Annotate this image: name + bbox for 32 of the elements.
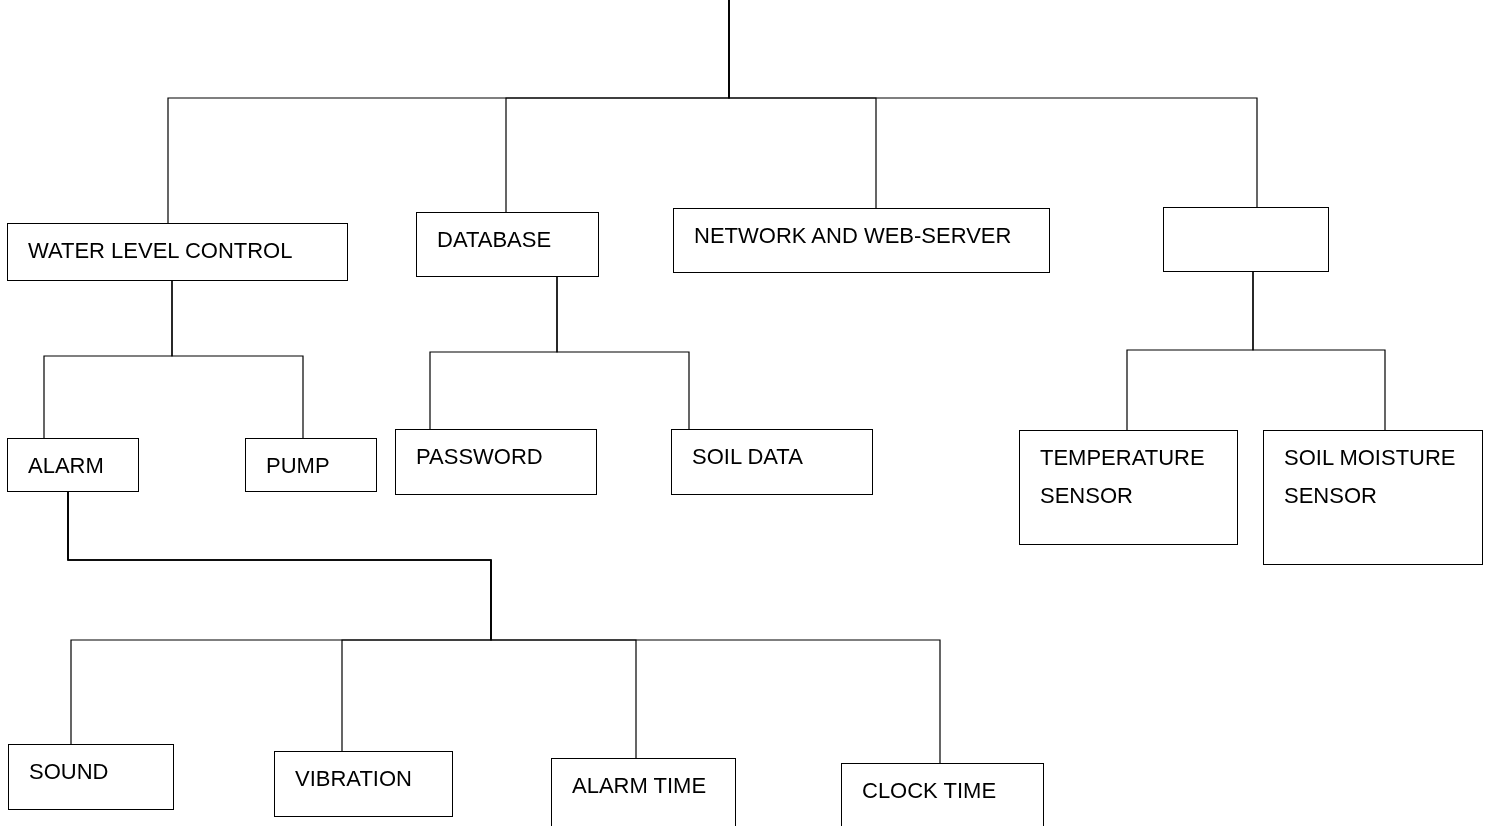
- connector-line: [556, 276, 690, 430]
- connector-line: [67, 491, 941, 764]
- box-label: DATABASE: [437, 227, 552, 252]
- tree-box: [7, 223, 348, 281]
- connector-line: [728, 0, 1258, 208]
- box-label: SOIL DATA: [692, 444, 803, 469]
- tree-box: [416, 212, 599, 277]
- box-label: SOIL MOISTURE SENSOR: [1284, 445, 1456, 508]
- box-label: WATER LEVEL CONTROL: [28, 238, 293, 263]
- tree-box: [551, 758, 736, 826]
- tree-box: [245, 438, 377, 492]
- tree-box: [7, 438, 139, 492]
- connector-line: [171, 280, 304, 439]
- box-label: PUMP: [266, 453, 330, 478]
- tree-box: [395, 429, 597, 495]
- box-label: CLOCK TIME: [862, 778, 997, 803]
- connector-line: [1252, 271, 1386, 431]
- box-label: ALARM TIME: [572, 773, 707, 798]
- box-label: NETWORK AND WEB-SERVER: [694, 223, 1012, 248]
- box-label: SOUND: [29, 759, 109, 784]
- tree-box: [274, 751, 453, 817]
- box-label: VIBRATION: [295, 766, 412, 791]
- tree-box: [673, 208, 1050, 273]
- tree-box: [1019, 430, 1238, 545]
- box-label: TEMPERATURE SENSOR: [1040, 445, 1205, 508]
- tree-box: [8, 744, 174, 810]
- tree-box: [1163, 207, 1329, 272]
- box-label: PASSWORD: [416, 444, 543, 469]
- tree-box: [671, 429, 873, 495]
- tree-box: [1263, 430, 1483, 565]
- tree-box: [841, 763, 1044, 826]
- box-label: ALARM: [28, 453, 104, 478]
